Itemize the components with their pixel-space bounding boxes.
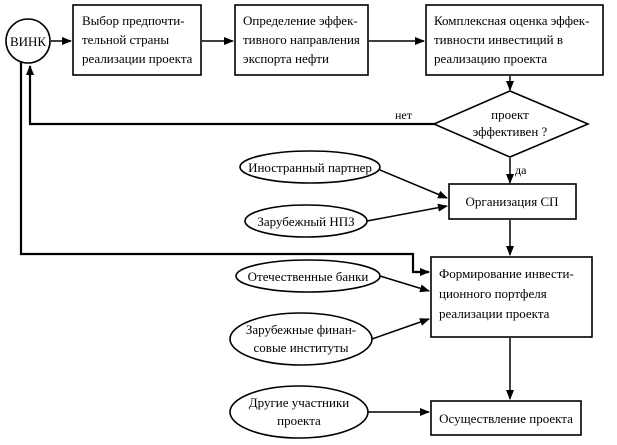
- svg-text:проект: проект: [491, 107, 529, 122]
- node-vink-label: ВИНК: [10, 34, 46, 49]
- svg-text:проекта: проекта: [277, 413, 321, 428]
- node-decision: проект эффективен ?: [431, 90, 591, 158]
- svg-text:эффективен ?: эффективен ?: [473, 124, 548, 139]
- node-export-direction-line-1: Определение эффек-: [243, 13, 358, 28]
- edge-partner-to-jv: [379, 169, 448, 199]
- node-export-direction: Определение эффек- тивного направления э…: [234, 4, 369, 76]
- node-foreign-refinery: Зарубежный НПЗ: [244, 204, 368, 238]
- svg-text:тивности инвестиций в: тивности инвестиций в: [434, 32, 563, 47]
- node-other-participants: Другие участники проекта: [229, 385, 369, 439]
- node-other-participants-line-1: Другие участники: [249, 395, 349, 410]
- svg-text:Определение эффек-: Определение эффек-: [243, 13, 358, 28]
- node-portfolio-line-3: реализации проекта: [439, 306, 550, 321]
- node-investment-eval-line-2: тивности инвестиций в: [434, 32, 563, 47]
- edge-label-yes: да: [515, 163, 527, 177]
- node-foreign-finance-line-2: совые институты: [254, 340, 349, 355]
- edge-vink-to-portfolio: [19, 62, 430, 276]
- svg-text:реализацию проекта: реализацию проекта: [434, 51, 547, 66]
- node-select-country-line-2: тельной страны: [82, 32, 169, 47]
- svg-text:Формирование инвести-: Формирование инвести-: [439, 266, 574, 281]
- svg-text:Комплексная оценка эффек-: Комплексная оценка эффек-: [434, 13, 589, 28]
- node-export-direction-line-3: экспорта нефти: [243, 51, 329, 66]
- node-other-participants-line-2: проекта: [277, 413, 321, 428]
- node-select-country-line-3: реализации проекта: [82, 51, 193, 66]
- node-select-country: Выбор предпочти- тельной страны реализац…: [72, 4, 202, 76]
- node-foreign-partner-label: Иностранный партнер: [248, 160, 372, 175]
- svg-text:реализации проекта: реализации проекта: [439, 306, 550, 321]
- node-implementation: Осуществление проекта: [430, 400, 582, 436]
- svg-text:тельной страны: тельной страны: [82, 32, 169, 47]
- node-investment-eval: Комплексная оценка эффек- тивности инвес…: [425, 4, 604, 76]
- node-decision-line-2: эффективен ?: [473, 124, 548, 139]
- svg-text:Другие участники: Другие участники: [249, 395, 349, 410]
- node-foreign-partner: Иностранный партнер: [239, 150, 381, 184]
- svg-text:совые институты: совые институты: [254, 340, 349, 355]
- node-domestic-banks: Отечественные банки: [235, 259, 381, 293]
- svg-text:реализации проекта: реализации проекта: [82, 51, 193, 66]
- node-decision-line-1: проект: [491, 107, 529, 122]
- node-portfolio: Формирование инвести- ционного портфеля …: [430, 256, 593, 338]
- node-foreign-finance-line-1: Зарубежные финан-: [246, 322, 356, 337]
- node-foreign-finance: Зарубежные финан- совые институты: [229, 312, 373, 366]
- node-portfolio-line-2: ционного портфеля: [439, 286, 547, 301]
- node-select-country-line-1: Выбор предпочти-: [82, 13, 185, 28]
- node-vink: ВИНК: [5, 18, 51, 64]
- node-domestic-banks-label: Отечественные банки: [248, 269, 369, 284]
- svg-text:экспорта нефти: экспорта нефти: [243, 51, 329, 66]
- edge-banks-to-portfolio: [379, 275, 430, 293]
- edge-decision-no-to-vink: [26, 65, 434, 126]
- node-investment-eval-line-3: реализацию проекта: [434, 51, 547, 66]
- svg-text:Зарубежные финан-: Зарубежные финан-: [246, 322, 356, 337]
- edge-refinery-to-jv: [366, 203, 448, 222]
- node-implementation-label: Осуществление проекта: [439, 411, 573, 426]
- node-export-direction-line-2: тивного направления: [243, 32, 360, 47]
- node-jv-org-label: Организация СП: [465, 194, 558, 209]
- svg-text:Выбор предпочти-: Выбор предпочти-: [82, 13, 185, 28]
- node-investment-eval-line-1: Комплексная оценка эффек-: [434, 13, 589, 28]
- node-portfolio-line-1: Формирование инвести-: [439, 266, 574, 281]
- svg-text:ционного портфеля: ционного портфеля: [439, 286, 547, 301]
- svg-text:тивного направления: тивного направления: [243, 32, 360, 47]
- edge-finance-to-portfolio: [371, 318, 430, 340]
- edge-label-no: нет: [395, 108, 413, 122]
- node-foreign-refinery-label: Зарубежный НПЗ: [257, 214, 354, 229]
- node-jv-org: Организация СП: [448, 183, 577, 220]
